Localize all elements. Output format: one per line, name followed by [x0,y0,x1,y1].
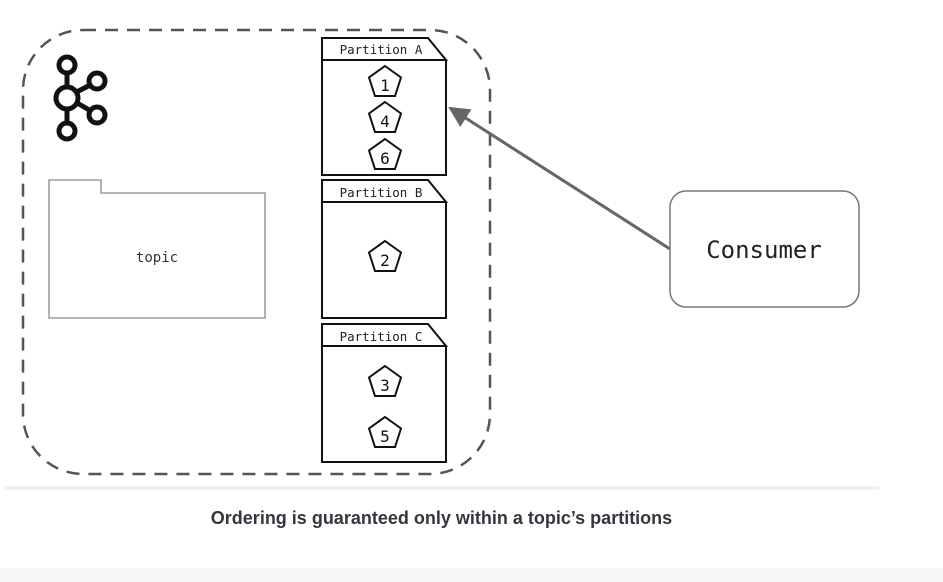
pentagon-icon [367,64,403,97]
pentagon-icon [367,137,403,170]
message-1: 1 [367,64,403,97]
message-number: 6 [380,149,390,168]
message-2: 2 [367,239,403,272]
message-3: 3 [367,364,403,397]
figure-caption: Ordering is guaranteed only within a top… [210,508,673,528]
topic-folder: topic [48,179,266,319]
message-number: 5 [380,427,390,446]
message-5: 5 [367,415,403,448]
partition-a: Partition A 1 4 6 [321,37,449,176]
consumer-arrow [448,106,671,251]
pentagon-icon [367,100,403,133]
partition-a-label: Partition A [340,42,423,57]
consumer-node: Consumer [669,190,860,308]
message-6: 6 [367,137,403,170]
pentagon-icon [367,415,403,448]
message-number: 3 [380,376,390,395]
divider [4,486,879,490]
kafka-logo-icon [53,54,108,142]
topic-label: topic [136,250,178,266]
message-number: 2 [380,251,390,270]
message-number: 4 [380,112,390,131]
partition-c-box [321,345,447,463]
partition-b: Partition B 2 [321,179,449,319]
footer-band [0,568,943,582]
pentagon-icon [367,364,403,397]
consumer-box [669,190,860,308]
partition-c-label: Partition C [340,329,423,344]
kafka-ordering-diagram: topic Partition A 1 4 6 Partition B 2 [21,28,860,476]
partition-c: Partition C 3 5 [321,323,449,463]
pentagon-icon [367,239,403,272]
consumer-label: Consumer [706,236,822,264]
broker-boundary [21,28,492,476]
message-number: 1 [380,76,390,95]
message-4: 4 [367,100,403,133]
partition-b-label: Partition B [340,185,423,200]
